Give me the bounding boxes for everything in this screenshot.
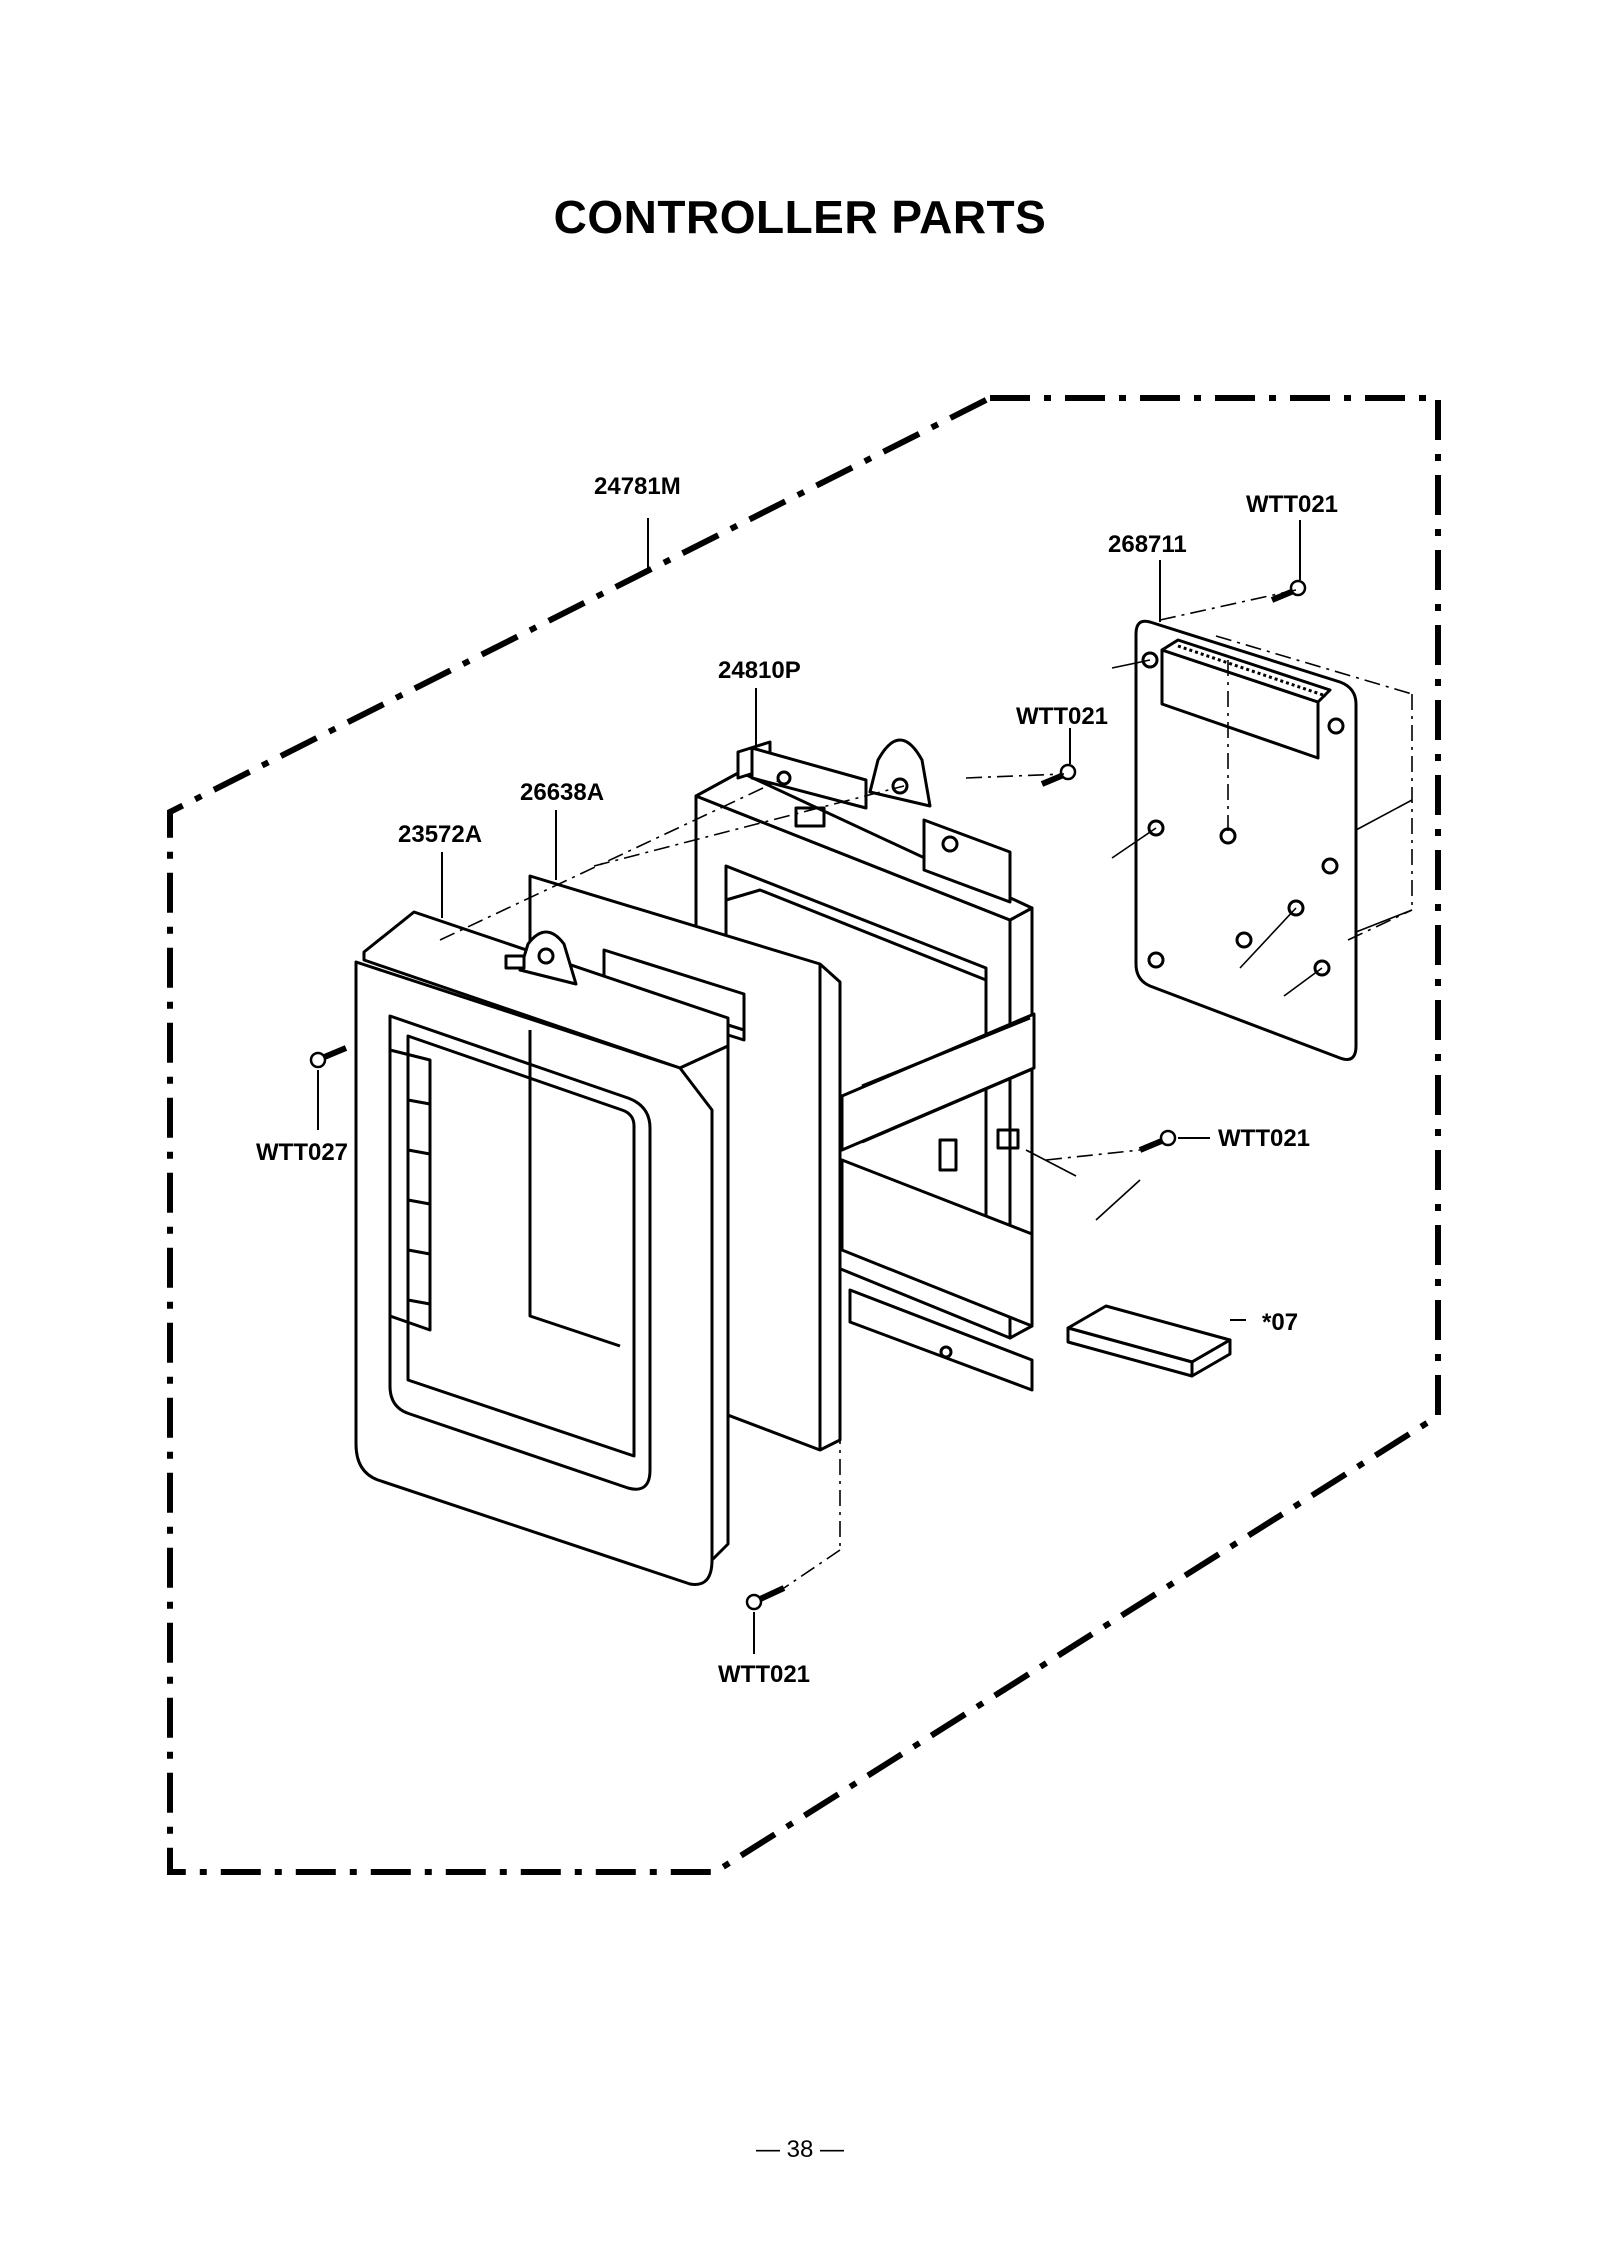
label-24810P: 24810P xyxy=(718,657,801,684)
board-mount-lines xyxy=(1025,659,1413,1221)
assembly-boundary xyxy=(167,395,1441,1875)
alignment-lines xyxy=(439,589,1413,1589)
label-26638A: 26638A xyxy=(520,779,604,806)
label-wtt027: WTT027 xyxy=(256,1139,348,1166)
label-wtt021-right: WTT021 xyxy=(1218,1125,1310,1152)
label-wtt021-top: WTT021 xyxy=(1246,491,1338,518)
page-number: — 38 — xyxy=(755,2136,845,2163)
leader-lines xyxy=(317,518,1301,1654)
front-frame-23572A xyxy=(354,910,730,1586)
label-wtt021-bracket: WTT021 xyxy=(1016,703,1108,730)
page-title: CONTROLLER PARTS xyxy=(553,191,1047,243)
part-07-pad xyxy=(1066,1304,1232,1378)
label-23572A: 23572A xyxy=(398,821,482,848)
screw-icon xyxy=(309,579,1307,1611)
label-wtt021-bottom: WTT021 xyxy=(718,1661,810,1688)
label-24781M: 24781M xyxy=(594,473,681,500)
label-268711: 268711 xyxy=(1108,531,1187,558)
control-board-268711 xyxy=(1134,619,1358,1061)
label-07: *07 xyxy=(1262,1309,1298,1336)
